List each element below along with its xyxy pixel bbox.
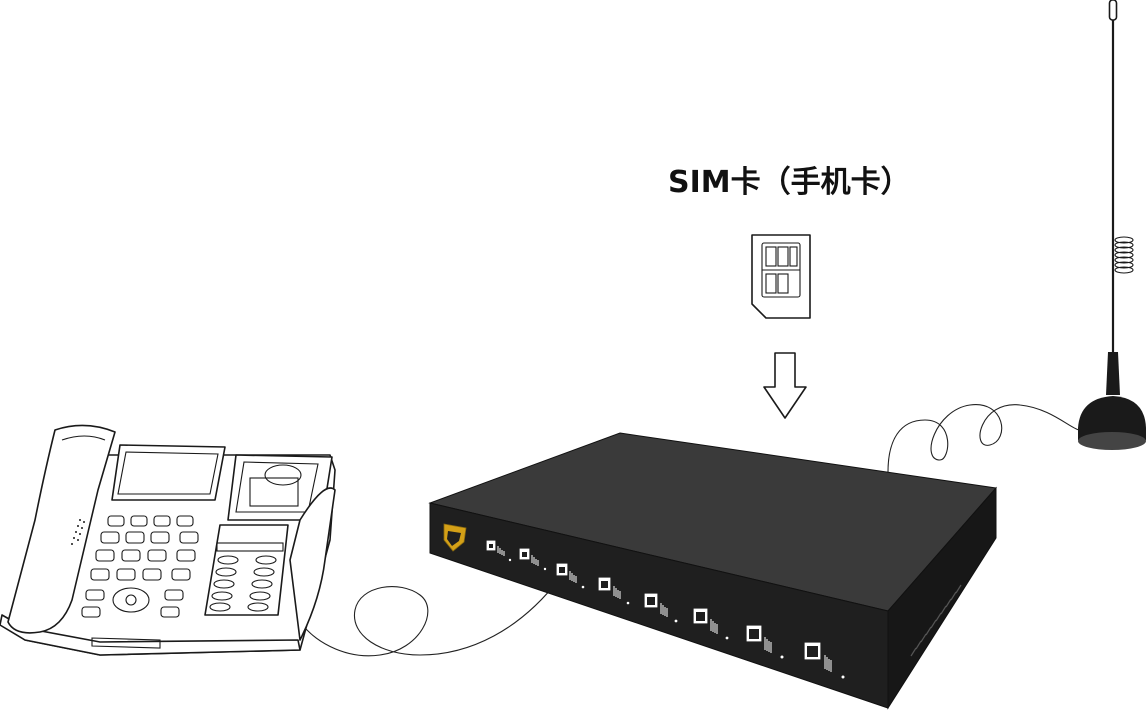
telephone-keypad [81, 515, 199, 618]
gateway-device-icon [428, 432, 997, 710]
port-1 [486, 540, 512, 562]
antenna-icon [1078, 0, 1146, 450]
port-6 [693, 608, 729, 640]
port-7 [746, 625, 784, 659]
telephone-cord [297, 577, 561, 657]
antenna-cable [887, 404, 1080, 473]
brand-logo-icon [443, 523, 467, 552]
telephone-icon [0, 424, 336, 656]
telephone-function-keys [204, 524, 289, 616]
antenna-coil [1114, 236, 1134, 274]
gateway-vents [910, 584, 962, 657]
port-4 [598, 577, 630, 605]
down-arrow-icon [763, 352, 807, 419]
port-8 [804, 642, 845, 679]
port-5 [644, 593, 678, 623]
gateway-ports [486, 540, 845, 679]
port-3 [556, 563, 585, 589]
handset-earpiece [71, 519, 85, 545]
port-2 [519, 548, 547, 571]
sim-card-label: SIM卡（手机卡） [668, 165, 911, 200]
sim-card-icon [751, 234, 811, 319]
